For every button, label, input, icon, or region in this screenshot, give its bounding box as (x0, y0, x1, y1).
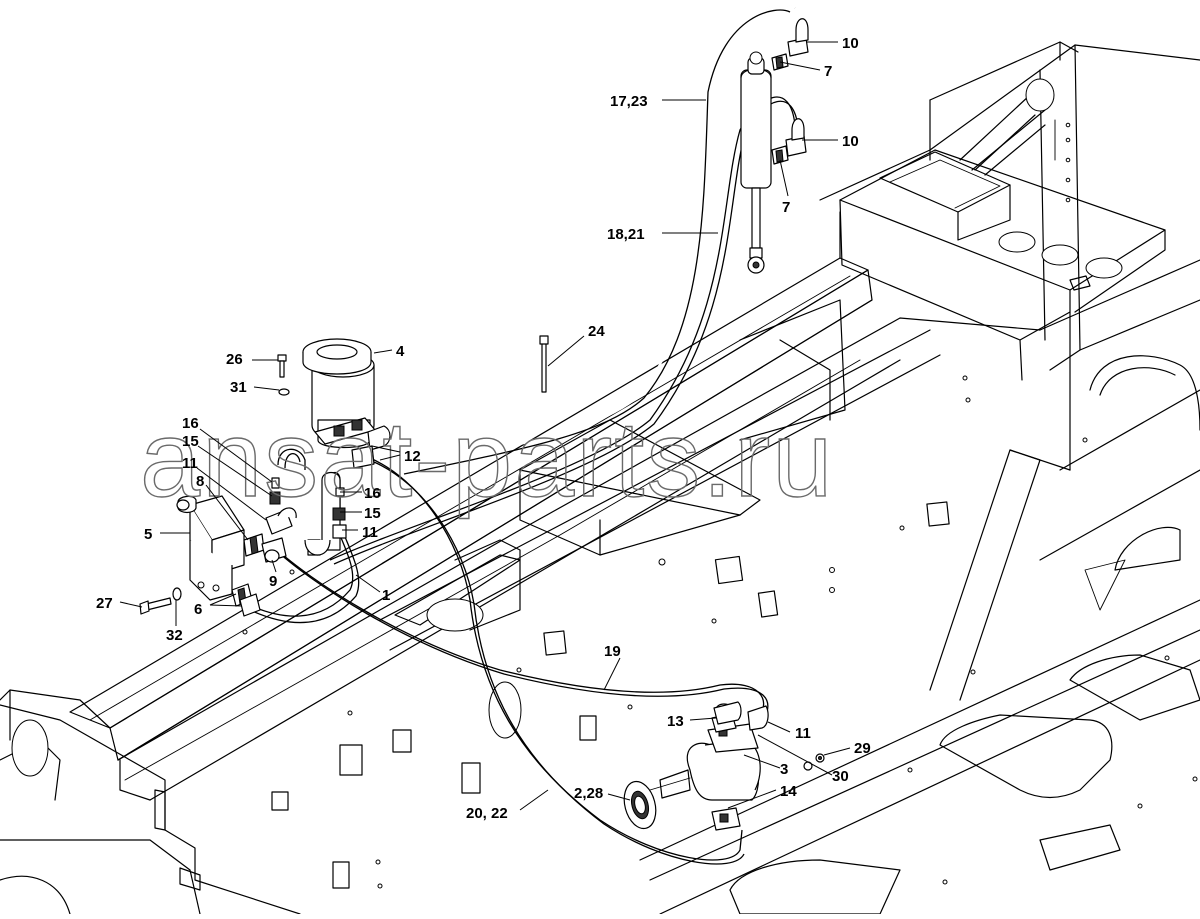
fitting-15-right (332, 507, 346, 521)
fitting-13 (713, 701, 742, 725)
hydraulic-pump (623, 701, 825, 831)
callout-11-right: 11 (362, 524, 378, 541)
fitting-10-lower (785, 118, 807, 157)
callout-labels: 10 7 17,23 10 7 18,21 24 4 26 31 12 16 1… (96, 35, 871, 822)
callout-29: 29 (854, 740, 871, 757)
callout-10-upper: 10 (842, 35, 859, 52)
fitting-9 (261, 537, 287, 563)
callout-14: 14 (780, 783, 797, 800)
callout-24: 24 (588, 323, 605, 340)
callout-9: 9 (269, 573, 277, 590)
callout-5: 5 (144, 526, 152, 543)
fitting-11-valve (265, 507, 297, 535)
watermark-text: ansat-parts.ru (140, 398, 834, 519)
fitting-10-upper (787, 18, 809, 57)
fitting-8 (243, 533, 265, 557)
callout-19: 19 (604, 643, 621, 660)
fitting-16-valve (271, 477, 280, 489)
callout-15-right: 15 (364, 505, 381, 522)
callout-11-left: 11 (182, 455, 198, 472)
callout-30: 30 (832, 768, 849, 785)
leader-lines (119, 41, 851, 811)
callout-13: 13 (667, 713, 684, 730)
callout-10-lower: 10 (842, 133, 859, 150)
callout-26: 26 (226, 351, 243, 368)
fitting-14 (711, 807, 741, 831)
fitting-11-pump (747, 705, 769, 731)
bolt-29 (815, 753, 825, 763)
callout-20-22: 20, 22 (466, 805, 508, 822)
callout-17-23: 17,23 (610, 93, 648, 110)
bolt-26 (277, 354, 287, 378)
callout-18-21: 18,21 (607, 226, 645, 243)
rivet-holes (242, 375, 1198, 889)
chassis-frame (0, 41, 1200, 915)
callout-7-upper: 7 (824, 63, 832, 80)
fitting-11-right (332, 524, 347, 539)
cable-tie-24 (539, 335, 549, 393)
callout-2-28: 2,28 (574, 785, 603, 802)
callout-7-lower: 7 (782, 199, 790, 216)
washer-32 (172, 587, 182, 601)
bolt-27 (139, 597, 172, 615)
fitting-7-lower (771, 145, 789, 165)
callout-15-left: 15 (182, 433, 199, 450)
callout-27: 27 (96, 595, 113, 612)
steering-valve (139, 477, 297, 617)
washer-31 (278, 388, 290, 396)
callout-1: 1 (382, 587, 390, 604)
fittings-6 (231, 583, 261, 617)
callout-11-pump: 11 (795, 725, 811, 742)
callout-16-left: 16 (182, 415, 199, 432)
callout-16-right: 16 (364, 485, 381, 502)
callout-8: 8 (196, 473, 204, 490)
callout-3: 3 (780, 761, 788, 778)
callout-12: 12 (404, 448, 421, 465)
oil-tank (302, 338, 391, 469)
callout-6: 6 (194, 601, 202, 618)
steering-cylinder (740, 18, 809, 274)
fitting-15-valve (269, 491, 281, 505)
callout-31: 31 (230, 379, 247, 396)
callout-32: 32 (166, 627, 183, 644)
callout-4: 4 (396, 343, 405, 360)
